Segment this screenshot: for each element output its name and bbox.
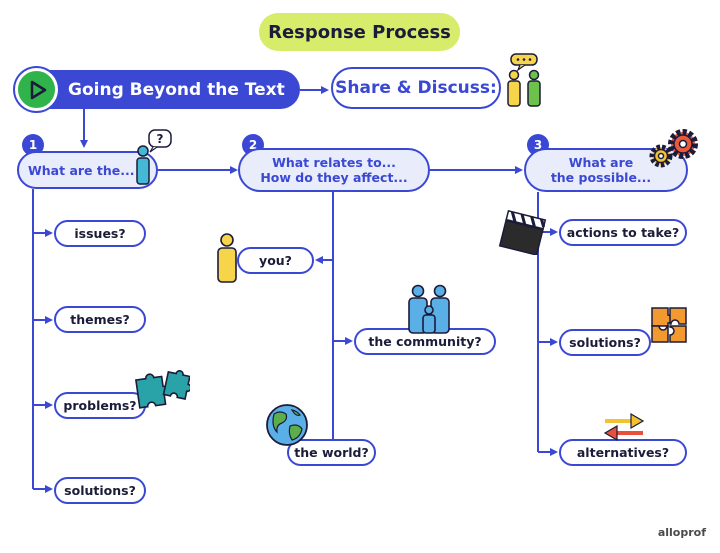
discussion-people-icon [507,53,541,107]
person-icon [217,233,237,283]
brand-logo-text: alloprof [657,526,706,539]
arrows-exchange-icon [603,412,645,442]
question-pill-1: What are the... [17,151,158,189]
question-line: the possible... [550,170,652,185]
page-title: Response Process [259,13,460,51]
item-pill: issues? [54,220,146,247]
item-pill: solutions? [559,329,651,356]
item-pill: you? [237,247,314,274]
step-number-1: 1 [22,134,44,156]
gears-icon [649,129,698,168]
share-discuss-pill: Share & Discuss: [331,67,501,109]
item-pill: solutions? [54,477,146,504]
item-pill: problems? [54,392,146,419]
item-pill: actions to take? [559,219,687,246]
going-beyond-bar: Going Beyond the Text [18,70,300,109]
question-pill-2: What relates to... How do they affect... [238,148,430,192]
question-line: How do they affect... [260,170,408,185]
family-icon [408,284,450,334]
item-pill: the world? [287,439,376,466]
clapperboard-icon [498,209,547,255]
item-pill: alternatives? [559,439,687,466]
globe-icon [266,404,308,446]
question-line: What relates to... [272,155,396,170]
item-pill: themes? [54,306,146,333]
thinking-person-icon: ? [136,129,172,185]
puzzle-icon [651,307,687,343]
question-line: What are [568,155,634,170]
svg-text:?: ? [157,132,164,146]
item-pill: the community? [354,328,496,355]
puzzle-icon [135,370,190,409]
play-icon [15,68,58,111]
question-line: What are the... [28,162,135,178]
